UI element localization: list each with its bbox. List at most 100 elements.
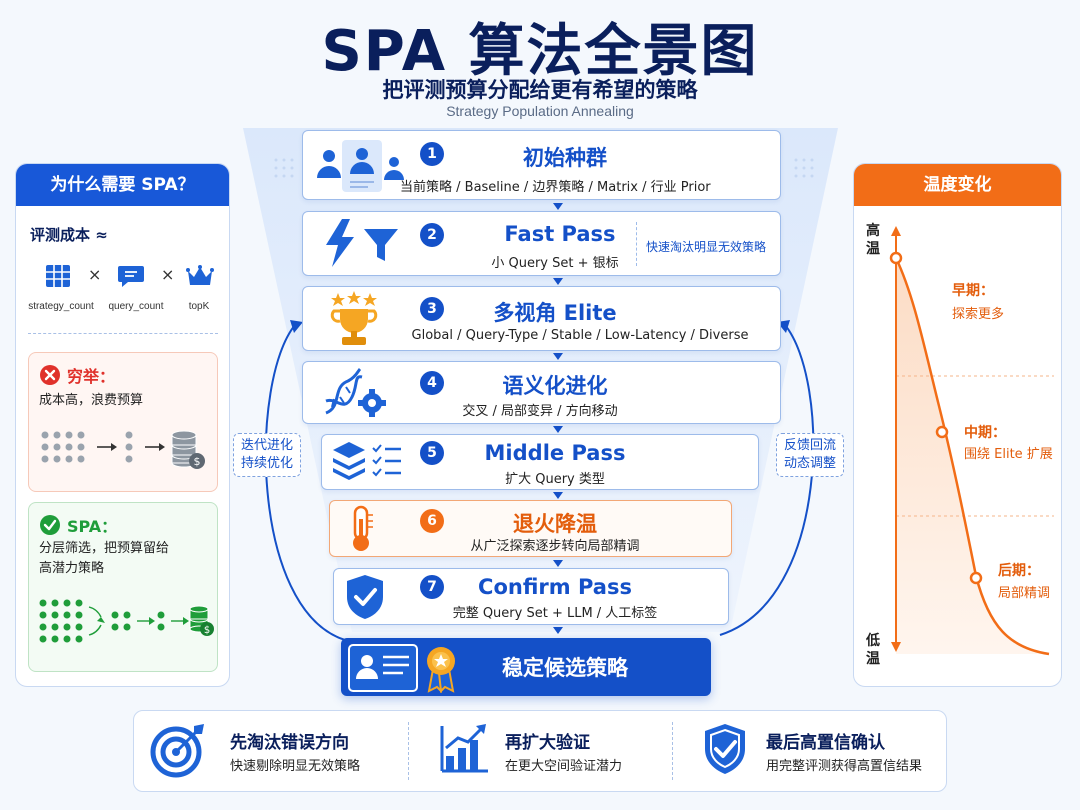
summary-3-title: 最后高置信确认 [766, 733, 885, 753]
step-2-desc: 小 Query Set + 银标 [491, 256, 619, 271]
divider [28, 333, 218, 334]
spa-card-text-line2: 高潜力策略 [39, 561, 105, 576]
page-subtitle-english: Strategy Population Annealing [446, 103, 634, 119]
lightning-filter-icon [326, 219, 398, 267]
divider [672, 722, 673, 780]
exhaustive-text: 成本高，浪费预算 [39, 393, 144, 408]
step-6-desc: 从广泛探索逐步转向局部精调 [470, 539, 640, 554]
summary-1-title: 先淘汰错误方向 [230, 733, 349, 753]
step-1-title: 初始种群 [523, 146, 607, 170]
cost-caption: strategy_count [28, 301, 94, 312]
times-symbol: × [161, 265, 175, 284]
step-5-number: 5 [420, 441, 444, 465]
step-3-title: 多视角 Elite [493, 301, 617, 325]
iterate-loop-label: 迭代进化 持续优化 [233, 433, 301, 477]
step-4-title: 语义化进化 [502, 374, 608, 398]
iterate-loop-line2: 持续优化 [240, 456, 293, 471]
flow-arrow [553, 627, 563, 634]
certificate-badge-icon [348, 644, 455, 693]
step-4-number: 4 [420, 371, 444, 395]
summary-bar [133, 710, 947, 792]
cost-label: 评测成本 ≈ [30, 226, 108, 244]
step-7-title: Confirm Pass [478, 575, 632, 599]
cost-caption: topK [188, 301, 210, 312]
thermometer-icon [353, 505, 373, 551]
phase-early-title: 早期： [952, 283, 994, 299]
low-temp-label-1: 低 [866, 633, 880, 649]
spa-card: SPA： 分层筛选，把预算留给 高潜力策略 $ [28, 502, 218, 672]
flow-arrow [553, 426, 563, 433]
step-3-card [302, 286, 781, 351]
cost-caption: query_count [108, 301, 164, 312]
temperature-panel: 温度变化 高 温 低 温 早期： 探索更多 中期： 围绕 Elite 扩展 后期… [853, 163, 1062, 687]
svg-text:$: $ [204, 625, 210, 636]
feedback-loop-line1: 反馈回流 [783, 438, 836, 453]
chat-icon [118, 266, 144, 287]
check-circle-icon [40, 515, 60, 535]
divider [636, 222, 637, 266]
low-temp-label-2: 温 [866, 651, 880, 667]
growth-chart-icon [440, 724, 488, 773]
flow-arrow [553, 560, 563, 567]
error-icon [40, 365, 60, 385]
step-3-number: 3 [420, 297, 444, 321]
step-7-number: 7 [420, 575, 444, 599]
flow-arrow [553, 278, 563, 285]
spa-flow-illustration: $ [39, 599, 214, 643]
page-subtitle: 把评测预算分配给更有希望的策略 [382, 78, 698, 102]
step-7-card [333, 568, 729, 625]
exhaustive-flow-illustration: $ [41, 430, 205, 469]
flow-arrow [553, 353, 563, 360]
phase-late-title: 后期： [998, 563, 1040, 579]
high-temp-label-1: 高 [866, 223, 880, 239]
target-icon [150, 724, 204, 778]
spa-card-text-line1: 分层筛选，把预算留给 [39, 541, 170, 556]
step-1-desc: 当前策略 / Baseline / 边界策略 / Matrix / 行业 Pri… [400, 180, 711, 195]
exhaustive-title: 穷举： [67, 367, 116, 386]
step-5-title: Middle Pass [484, 441, 626, 465]
step-6-title: 退火降温 [513, 512, 597, 536]
right-loop-arrow [719, 324, 815, 636]
summary-2-text: 在更大空间验证潜力 [505, 759, 623, 774]
summary-1-text: 快速剔除明显无效策略 [230, 759, 361, 774]
why-spa-title: 为什么需要 SPA？ [16, 164, 229, 206]
flow-arrow [553, 492, 563, 499]
step-4-desc: 交叉 / 局部变异 / 方向移动 [462, 404, 618, 419]
divider [408, 722, 409, 780]
population-icon [317, 140, 404, 192]
step-1-number: 1 [420, 142, 444, 166]
crown-icon [186, 265, 214, 285]
layers-list-icon [333, 442, 401, 480]
grid-icon [46, 265, 70, 287]
feedback-loop-line2: 动态调整 [783, 456, 836, 471]
step-2-note: 快速淘汰明显无效策略 [646, 240, 767, 254]
step-2-number: 2 [420, 223, 444, 247]
phase-late-text: 局部精调 [998, 586, 1051, 601]
step-7-desc: 完整 Query Set + LLM / 人工标签 [452, 606, 658, 621]
left-loop-arrow [264, 324, 346, 641]
page-title: SPA 算法全景图 [321, 19, 759, 84]
spa-card-title: SPA： [67, 517, 118, 536]
svg-text:$: $ [194, 455, 201, 468]
times-symbol: × [88, 265, 102, 284]
feedback-loop-label: 反馈回流 动态调整 [776, 433, 844, 477]
phase-mid-text: 围绕 Elite 扩展 [964, 447, 1053, 462]
shield-check-icon [705, 724, 745, 774]
exhaustive-card: 穷举： 成本高，浪费预算 $ [28, 352, 218, 492]
summary-2-title: 再扩大验证 [505, 733, 590, 753]
temperature-curve [894, 257, 1050, 656]
trophy-icon [330, 291, 378, 345]
iterate-loop-line1: 迭代进化 [240, 438, 293, 453]
why-spa-panel: 为什么需要 SPA？ 评测成本 ≈ × × strategy_count que… [15, 163, 230, 687]
step-4-card [302, 361, 781, 424]
temperature-title: 温度变化 [854, 164, 1061, 206]
step-6-number: 6 [420, 509, 444, 533]
step-2-title: Fast Pass [504, 222, 616, 246]
step-6-card [329, 500, 732, 557]
phase-mid-title: 中期： [964, 425, 1006, 441]
shield-check-icon [347, 575, 383, 619]
step-5-desc: 扩大 Query 类型 [505, 472, 605, 487]
summary-3-text: 用完整评测获得高置信结果 [766, 759, 923, 774]
step-3-desc: Global / Query-Type / Stable / Low-Laten… [411, 328, 749, 343]
high-temp-label-2: 温 [866, 241, 880, 257]
